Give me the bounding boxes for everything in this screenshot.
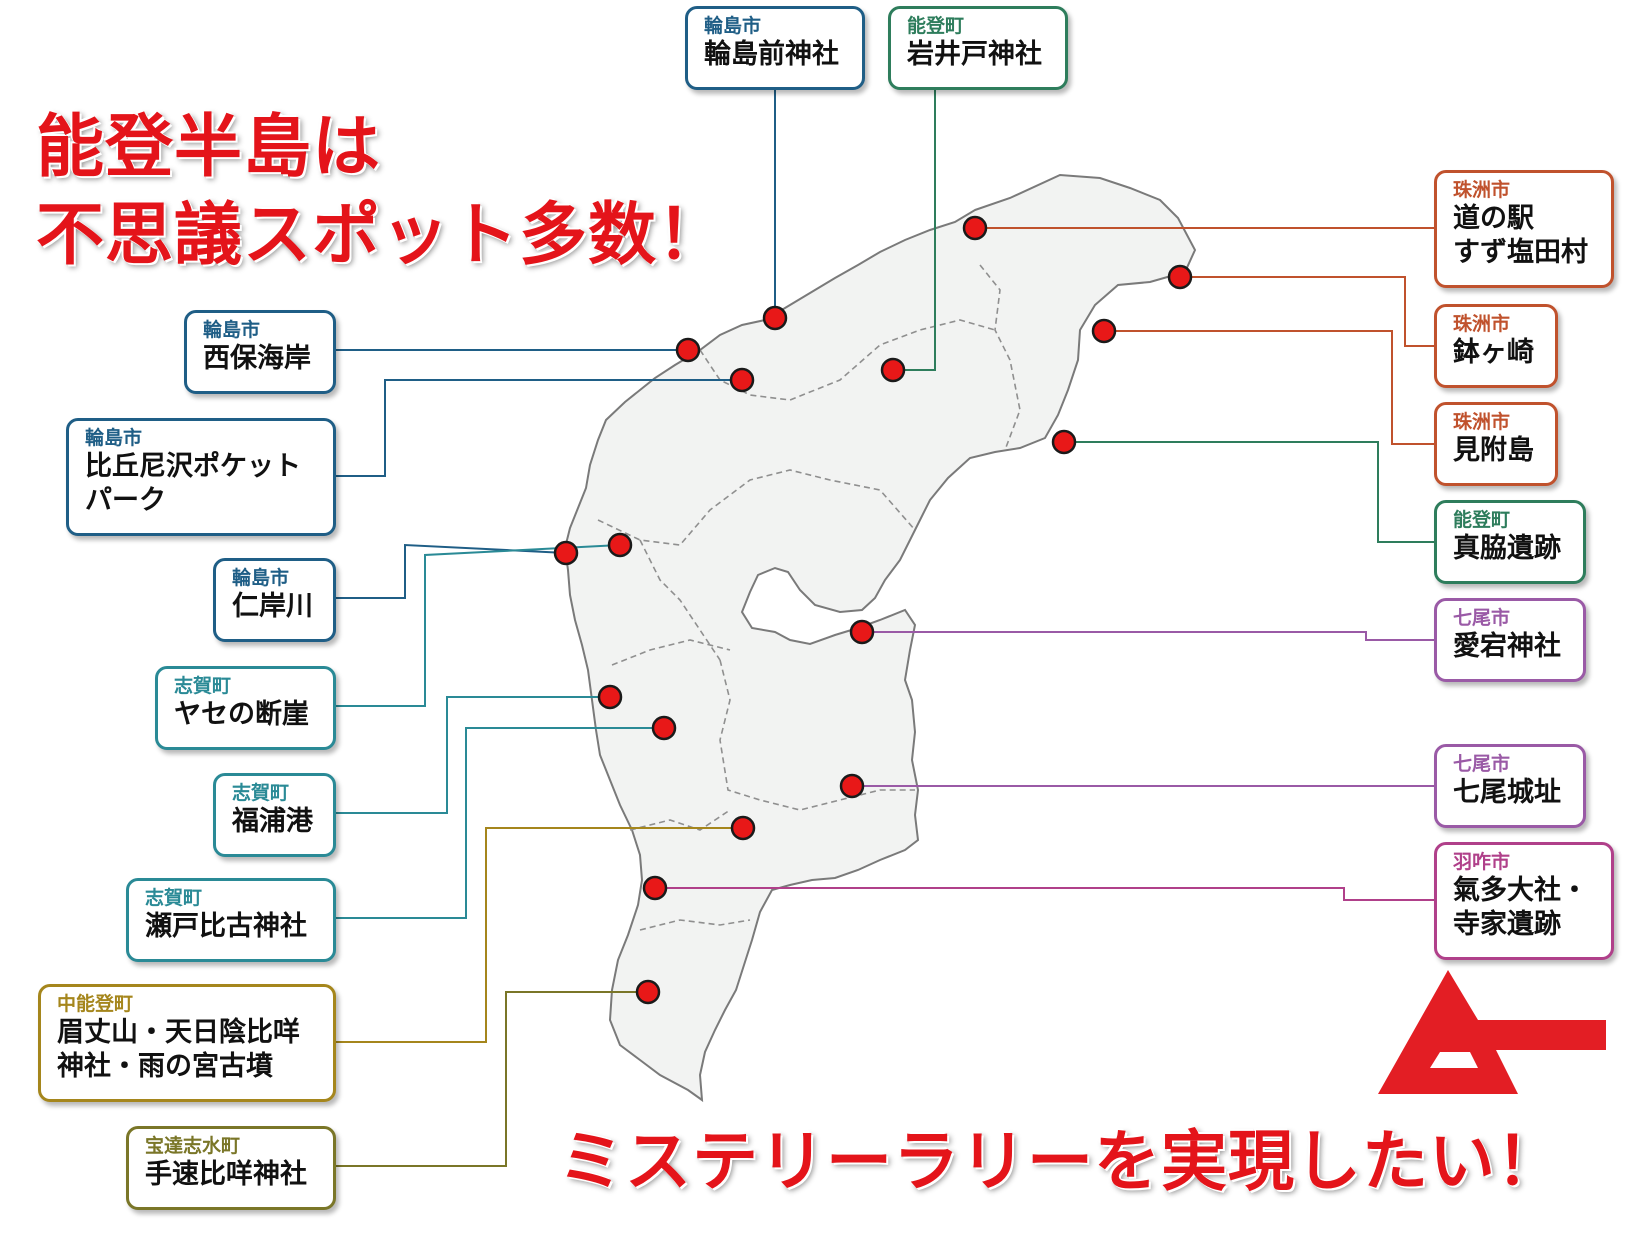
location-marker-bijozan[interactable]	[730, 815, 756, 841]
spot-city: 羽咋市	[1453, 851, 1511, 873]
spot-name: 西保海岸	[203, 343, 311, 374]
connector-line-bijozan	[336, 827, 743, 1043]
spot-name: 手速比咩神社	[145, 1159, 307, 1190]
connector-line-tebayahime	[336, 991, 648, 1167]
spot-city: 志賀町	[145, 887, 203, 909]
spot-city: 志賀町	[174, 675, 232, 697]
spot-label-keta[interactable]: 羽咋市氣多大社・ 寺家遺跡	[1434, 842, 1614, 960]
spot-name: 真脇遺跡	[1453, 533, 1561, 564]
spot-name: 仁岸川	[232, 591, 313, 622]
location-marker-nishiho[interactable]	[675, 337, 701, 363]
spot-label-bijozan[interactable]: 中能登町眉丈山・天日陰比咩 神社・雨の宮古墳	[38, 984, 336, 1102]
location-marker-iwaido[interactable]	[880, 357, 906, 383]
location-marker-mitsukejima[interactable]	[1091, 318, 1117, 344]
headline-top: 能登半島は不思議スポット多数！	[36, 108, 727, 275]
spot-city: 能登町	[907, 15, 965, 37]
spot-label-hachigasaki[interactable]: 珠洲市鉢ヶ崎	[1434, 304, 1558, 388]
spot-name: ヤセの断崖	[174, 699, 309, 730]
location-marker-tebayahime[interactable]	[635, 979, 661, 1005]
spot-name: 見附島	[1453, 435, 1534, 466]
spot-name: 瀬戸比古神社	[145, 911, 307, 942]
spot-name: 眉丈山・天日陰比咩 神社・雨の宮古墳	[57, 1017, 300, 1082]
location-marker-nanaojo[interactable]	[839, 773, 865, 799]
spot-label-nanaojo[interactable]: 七尾市七尾城址	[1434, 744, 1586, 828]
spot-name: 鉢ヶ崎	[1453, 337, 1534, 368]
connector-line-yase	[336, 544, 621, 707]
connector-line-iwaido	[893, 90, 936, 371]
mu-logo-icon	[1378, 970, 1606, 1094]
spot-name: 比丘尼沢ポケット パーク	[85, 451, 301, 516]
location-marker-yase[interactable]	[607, 532, 633, 558]
spot-label-setohiko[interactable]: 志賀町瀬戸比古神社	[126, 878, 336, 962]
spot-label-nigishigawa[interactable]: 輪島市仁岸川	[213, 558, 336, 642]
peninsula-landmass	[563, 173, 1197, 1103]
location-marker-mawaki[interactable]	[1051, 429, 1077, 455]
municipal-boundaries	[597, 264, 1021, 931]
spot-city: 七尾市	[1453, 753, 1511, 775]
connector-line-nigishigawa	[336, 543, 567, 599]
spot-city: 輪島市	[203, 319, 261, 341]
location-marker-atago[interactable]	[849, 619, 875, 645]
spot-city: 輪島市	[704, 15, 762, 37]
spot-label-mitsukejima[interactable]: 珠洲市見附島	[1434, 402, 1558, 486]
spot-label-mawaki[interactable]: 能登町真脇遺跡	[1434, 500, 1586, 584]
spot-city: 七尾市	[1453, 607, 1511, 629]
spot-name: 七尾城址	[1453, 777, 1561, 808]
connector-line-setohiko	[336, 727, 664, 919]
spot-label-fukuura[interactable]: 志賀町福浦港	[213, 773, 336, 857]
spot-city: 志賀町	[232, 782, 290, 804]
spot-city: 珠洲市	[1453, 179, 1511, 201]
spot-city: 輪島市	[232, 567, 290, 589]
spot-city: 宝達志水町	[145, 1135, 241, 1157]
connector-line-mawaki	[1064, 441, 1434, 543]
spot-label-nishiho[interactable]: 輪島市西保海岸	[184, 310, 336, 394]
spot-name: 愛宕神社	[1453, 631, 1561, 662]
spot-label-tebayahime[interactable]: 宝達志水町手速比咩神社	[126, 1126, 336, 1210]
location-marker-fukuura[interactable]	[597, 684, 623, 710]
headline-bottom: ミステリーラリーを実現したい！	[558, 1123, 1563, 1200]
spot-label-iwaido[interactable]: 能登町岩井戸神社	[888, 6, 1068, 90]
spot-label-hikyuni[interactable]: 輪島市比丘尼沢ポケット パーク	[66, 418, 336, 536]
spot-label-atago[interactable]: 七尾市愛宕神社	[1434, 598, 1586, 682]
spot-label-wajimamae[interactable]: 輪島市輪島前神社	[685, 6, 865, 90]
spot-name: 福浦港	[232, 806, 313, 837]
connector-line-atago	[862, 631, 1434, 641]
location-marker-michinoeki[interactable]	[962, 215, 988, 241]
location-marker-keta[interactable]	[642, 875, 668, 901]
location-marker-setohiko[interactable]	[651, 715, 677, 741]
spot-label-yase[interactable]: 志賀町ヤセの断崖	[155, 666, 336, 750]
connector-line-hikyuni	[336, 379, 742, 477]
spot-name: 岩井戸神社	[907, 39, 1042, 70]
spot-label-michinoeki[interactable]: 珠洲市道の駅 すず塩田村	[1434, 170, 1614, 288]
spot-city: 能登町	[1453, 509, 1511, 531]
connector-line-keta	[655, 887, 1434, 901]
spot-city: 珠洲市	[1453, 313, 1511, 335]
connector-line-hachigasaki	[1180, 276, 1434, 347]
connector-line-fukuura	[336, 696, 610, 814]
location-marker-nigishigawa[interactable]	[553, 540, 579, 566]
spot-name: 輪島前神社	[704, 39, 839, 70]
spot-city: 輪島市	[85, 427, 143, 449]
connector-line-mitsukejima	[1104, 330, 1434, 445]
spot-city: 中能登町	[57, 993, 134, 1015]
spot-city: 珠洲市	[1453, 411, 1511, 433]
location-marker-hachigasaki[interactable]	[1167, 264, 1193, 290]
spot-name: 道の駅 すず塩田村	[1453, 203, 1588, 268]
location-marker-hikyuni[interactable]	[729, 367, 755, 393]
location-marker-wajimamae[interactable]	[762, 305, 788, 331]
spot-name: 氣多大社・ 寺家遺跡	[1453, 875, 1588, 940]
